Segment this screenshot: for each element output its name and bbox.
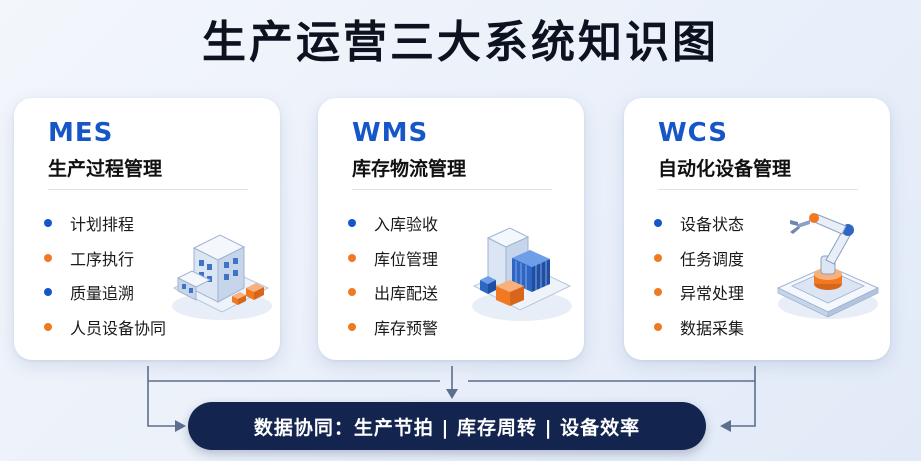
list-item-label: 库位管理	[374, 249, 439, 269]
bullet-dot	[44, 322, 52, 331]
card-divider	[658, 189, 858, 190]
list-item: 设备状态	[654, 206, 744, 241]
list-item: 库存预警	[348, 310, 438, 345]
card-system-name: MES	[48, 118, 114, 148]
bullet-dot	[44, 288, 52, 297]
card-divider	[48, 189, 248, 190]
bullet-dot	[654, 253, 662, 262]
list-item-label: 计划排程	[70, 215, 135, 235]
right-arrow-head	[720, 420, 731, 432]
list-item: 入库验收	[348, 206, 438, 241]
card-divider	[352, 189, 552, 190]
wcs-card: WCS 自动化设备管理 设备状态 任务调度 异常处理 数据采集	[624, 98, 890, 360]
right-connector-line	[730, 366, 756, 427]
feature-list: 设备状态 任务调度 异常处理 数据采集	[654, 206, 744, 344]
list-item-label: 数据采集	[680, 318, 745, 338]
list-item: 出库配送	[348, 275, 438, 310]
center-arrow-head	[446, 389, 458, 399]
list-item: 质量追溯	[44, 275, 166, 310]
card-system-name: WCS	[658, 118, 728, 148]
list-item: 人员设备协同	[44, 310, 166, 345]
list-item-label: 工序执行	[70, 249, 135, 269]
list-item-label: 任务调度	[680, 249, 745, 269]
bullet-dot	[348, 322, 356, 331]
list-item: 任务调度	[654, 241, 744, 276]
list-item-label: 设备状态	[680, 215, 745, 235]
bullet-dot	[654, 288, 662, 297]
card-subtitle: 库存物流管理	[352, 158, 467, 180]
bullet-dot	[348, 253, 356, 262]
list-item-label: 出库配送	[374, 284, 439, 304]
mes-card: MES 生产过程管理 计划排程 工序执行 质量追溯 人员设备协同	[14, 98, 280, 360]
list-item: 工序执行	[44, 241, 166, 276]
footer-text: 数据协同：生产节拍 | 库存周转 | 设备效率	[253, 416, 641, 439]
factory-building-icon	[172, 234, 272, 320]
bullet-dot	[348, 288, 356, 297]
bullet-dot	[44, 219, 52, 228]
list-item-label: 质量追溯	[70, 284, 135, 304]
warehouse-containers-icon	[472, 227, 572, 321]
list-item: 数据采集	[654, 310, 744, 345]
list-item-label: 异常处理	[680, 284, 745, 304]
left-arrow-head	[175, 420, 186, 432]
feature-list: 入库验收 库位管理 出库配送 库存预警	[348, 206, 438, 344]
bullet-dot	[348, 219, 356, 228]
list-item: 异常处理	[654, 275, 744, 310]
data-collaboration-bar: 数据协同：生产节拍 | 库存周转 | 设备效率	[188, 402, 706, 450]
page-title: 生产运营三大系统知识图	[202, 17, 719, 68]
bullet-dot	[44, 253, 52, 262]
left-connector-line	[147, 366, 176, 427]
list-item: 库位管理	[348, 241, 438, 276]
feature-list: 计划排程 工序执行 质量追溯 人员设备协同	[44, 206, 166, 344]
list-item-label: 入库验收	[374, 215, 439, 235]
list-item-label: 库存预警	[374, 318, 439, 338]
card-subtitle: 自动化设备管理	[658, 158, 792, 180]
robotic-arm-icon	[776, 213, 880, 319]
list-item: 计划排程	[44, 206, 166, 241]
wms-card: WMS 库存物流管理 入库验收 库位管理 出库配送 库存预警	[318, 98, 584, 360]
card-system-name: WMS	[352, 118, 429, 148]
list-item-label: 人员设备协同	[70, 318, 167, 338]
bullet-dot	[654, 322, 662, 331]
bullet-dot	[654, 219, 662, 228]
card-subtitle: 生产过程管理	[48, 158, 163, 180]
